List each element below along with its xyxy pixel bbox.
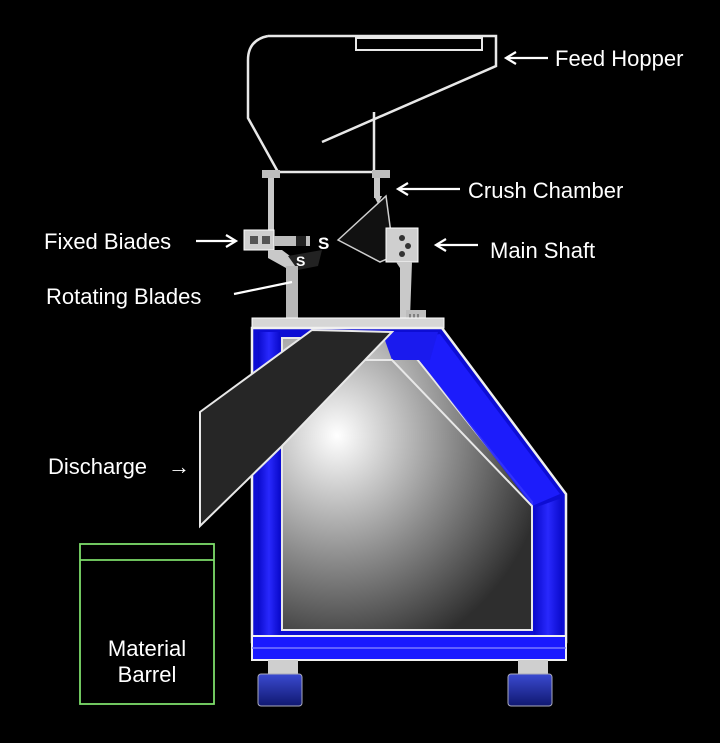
label-feed-hopper: Feed Hopper (555, 46, 683, 71)
callout-arrows (196, 51, 548, 296)
machine-body (250, 317, 568, 661)
label-rotating-blades: Rotating Blades (46, 284, 201, 309)
label-fixed-blades: Fixed Biades (44, 229, 171, 254)
label-main-shaft: Main Shaft (490, 238, 595, 263)
discharge-arrow-glyph: → (168, 454, 190, 479)
label-crush-chamber: Crush Chamber (468, 178, 623, 203)
machine-feet (257, 660, 553, 707)
label-discharge: Discharge (48, 454, 147, 479)
material-barrel-label-line2: Barrel (118, 662, 177, 687)
crush-chamber (243, 170, 426, 320)
discharge-chute (199, 328, 395, 529)
material-barrel (79, 543, 215, 705)
material-barrel-label-line1: Material (108, 636, 186, 661)
feed-hopper (246, 34, 498, 174)
blade-mark-left: S (296, 253, 305, 269)
blade-mark-right: S (318, 234, 329, 253)
